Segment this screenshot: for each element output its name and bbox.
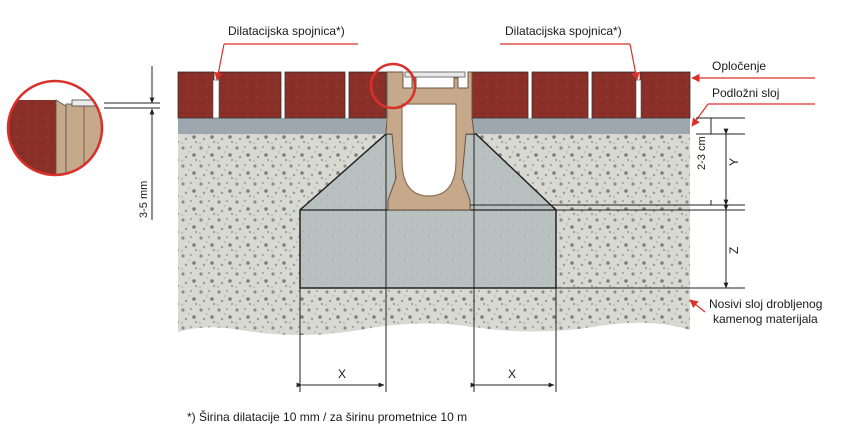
bedding-layer-right [468,118,690,134]
leader-joint-right-drop [629,43,640,81]
footnote: *) Širina dilatacije 10 mm / za širinu p… [187,409,467,424]
expansion-joint-right [635,79,642,119]
leader-joint-left-drop [214,43,225,81]
label-paving: Opločenje [712,59,766,73]
right-dimensions [470,117,745,289]
bedding-layer-left [178,118,386,134]
label-dim-x-left: X [338,367,346,381]
label-dim-x-right: X [508,367,516,381]
leader-base-layer [689,299,706,313]
label-dim-y: Y [727,158,741,166]
label-layer-thickness: 2-3 cm [696,136,708,170]
highlight-circle [369,62,417,110]
gap-dimension-label: 3-5 mm [138,181,150,218]
channel-grate [404,71,466,78]
channel-inner-cavity [401,103,457,197]
expansion-joint-left [212,79,220,119]
label-expansion-joint-right: Dilatacijska spojnica*) [505,24,622,38]
label-expansion-joint-left: Dilatacijska spojnica*) [228,24,345,38]
zoom-detail [6,79,104,177]
label-base-layer-line1: Nosivi sloj drobljenog [709,297,822,311]
label-base-layer-line2: kamenog materijala [713,312,818,326]
leader-bedding-drop [691,103,709,127]
zoom-circle-border [6,79,104,177]
label-bedding-layer: Podložni sloj [712,86,779,100]
bottom-dimensions [296,134,557,392]
gap-dimension: 3-5 mm [104,66,160,220]
label-dim-z: Z [727,247,741,254]
